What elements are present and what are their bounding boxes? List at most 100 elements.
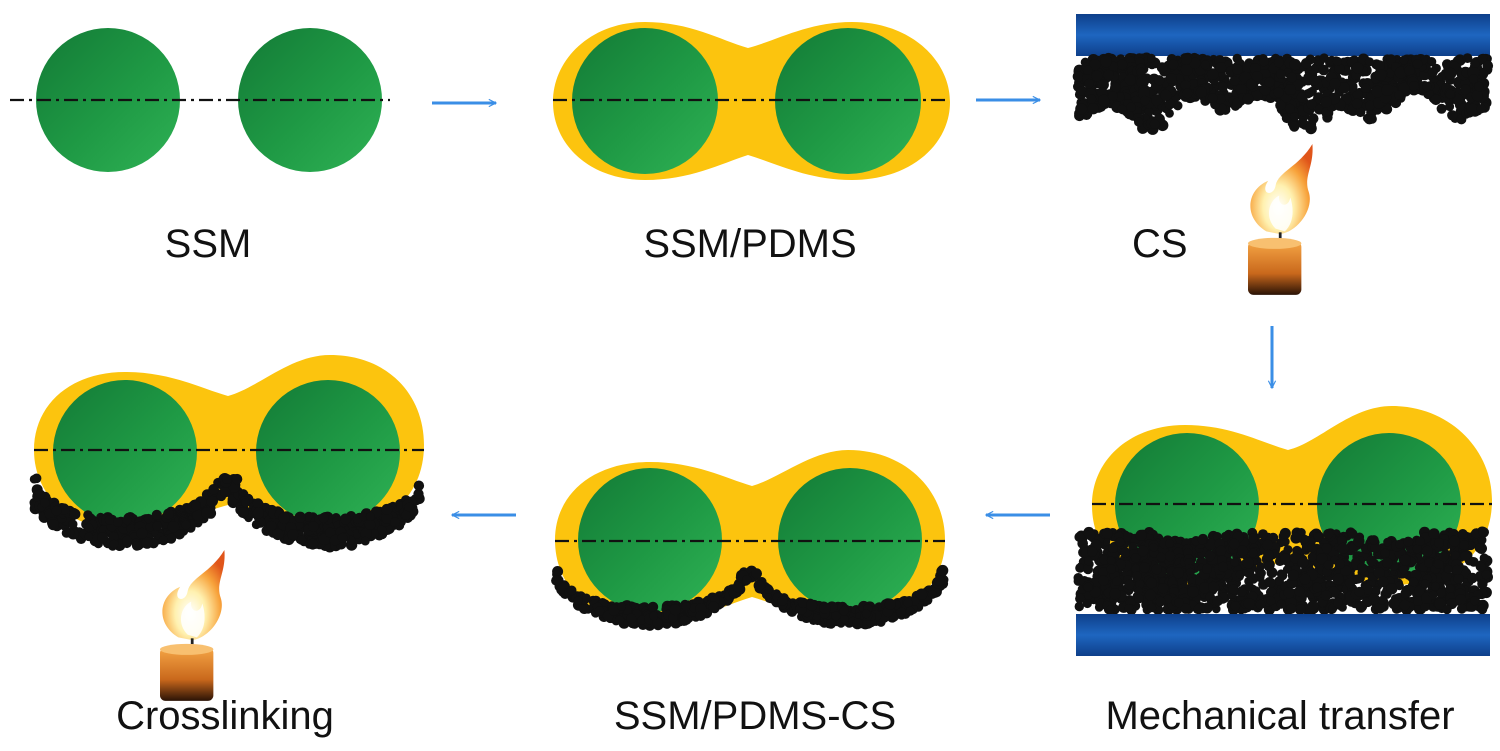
soot-particle xyxy=(1478,527,1490,538)
soot-particle xyxy=(51,505,62,516)
soot-particle xyxy=(1257,568,1266,578)
soot-particle xyxy=(1131,571,1142,582)
soot-particle xyxy=(307,538,319,550)
soot-particle xyxy=(167,521,180,533)
soot-particle xyxy=(1412,544,1422,554)
stage-ssm-pdms: SSM/PDMS xyxy=(553,22,950,266)
soot-particle xyxy=(1285,103,1295,114)
soot-particle xyxy=(1182,88,1193,99)
soot-particle xyxy=(1208,581,1220,593)
soot-particle xyxy=(1220,531,1231,542)
soot-particle xyxy=(1404,65,1415,76)
soot-particle xyxy=(1309,75,1320,86)
soot-particle xyxy=(1299,573,1311,585)
soot-particle xyxy=(1180,80,1191,90)
soot-particle xyxy=(1413,596,1423,606)
soot-particle xyxy=(1421,579,1430,589)
soot-particle xyxy=(29,474,39,484)
soot-particle xyxy=(1135,529,1147,541)
soot-particle xyxy=(318,512,329,523)
soot-particle xyxy=(1130,553,1141,563)
soot-particle xyxy=(1115,559,1127,570)
soot-particle xyxy=(1134,593,1145,604)
soot-particle xyxy=(1180,603,1192,614)
soot-particle xyxy=(1338,82,1350,94)
stage-mechanical-transfer: Mechanical transfer xyxy=(1073,406,1493,738)
soot-particle xyxy=(181,520,191,530)
soot-particle xyxy=(1289,58,1301,71)
soot-particle xyxy=(1476,104,1487,114)
soot-particle xyxy=(1251,89,1263,102)
soot-particle xyxy=(1445,584,1455,594)
soot-particle xyxy=(1124,579,1135,590)
soot-particle xyxy=(1074,601,1085,612)
soot-particle xyxy=(1399,565,1409,575)
soot-particle xyxy=(1422,81,1432,92)
soot-particle xyxy=(1134,586,1143,596)
soot-particle xyxy=(1415,536,1425,546)
soot-particle xyxy=(1098,567,1108,577)
soot-particle xyxy=(1279,527,1291,539)
soot-particle xyxy=(1228,584,1239,595)
soot-particle xyxy=(934,575,946,586)
soot-particle xyxy=(365,511,375,521)
soot-particle xyxy=(1477,604,1488,615)
soot-particle xyxy=(1137,545,1149,557)
soot-particle xyxy=(287,529,299,541)
soot-particle xyxy=(1097,79,1109,91)
soot-particle xyxy=(1276,69,1286,79)
soot-particle xyxy=(1475,561,1486,572)
soot-particle xyxy=(1098,94,1110,107)
soot-particle xyxy=(1431,582,1440,591)
soot-particle xyxy=(1265,577,1276,588)
soot-particle xyxy=(1072,71,1084,82)
soot-particle xyxy=(626,613,637,624)
soot-particle xyxy=(1382,557,1393,568)
soot-particle xyxy=(1371,85,1384,98)
soot-particle xyxy=(1262,539,1273,551)
label-ssm: SSM xyxy=(165,222,252,266)
soot-particle xyxy=(1151,94,1163,106)
soot-particle xyxy=(1218,561,1228,572)
soot-particle xyxy=(1115,92,1125,102)
soot-particle xyxy=(1456,603,1467,614)
soot-particle xyxy=(1212,595,1223,607)
soot-particle xyxy=(573,596,583,605)
soot-particle xyxy=(1112,576,1122,586)
soot-particle xyxy=(1305,88,1315,98)
soot-particle xyxy=(732,581,743,593)
soot-particle xyxy=(360,527,372,540)
soot-particle xyxy=(1075,103,1087,115)
soot-particle xyxy=(1283,545,1293,555)
soot-particle xyxy=(1248,533,1258,544)
soot-particle xyxy=(1289,121,1300,132)
soot-particle xyxy=(1353,574,1363,584)
stage-ssm-pdms-cs: SSM/PDMS-CS xyxy=(551,450,949,738)
soot-particle xyxy=(1160,89,1172,101)
soot-particle xyxy=(337,532,348,543)
stage-cs: CS xyxy=(1072,14,1494,297)
soot-particle xyxy=(695,610,706,622)
soot-particle xyxy=(1168,59,1179,70)
soot-particle xyxy=(614,615,625,625)
soot-particle xyxy=(1084,78,1094,89)
soot-particle xyxy=(1380,548,1390,558)
soot-particle xyxy=(552,566,564,577)
soot-particle xyxy=(220,486,231,498)
soot-particle xyxy=(1352,89,1363,100)
soot-particle xyxy=(1128,542,1138,552)
soot-particle xyxy=(1369,535,1379,545)
soot-particle xyxy=(1098,575,1109,586)
soot-particle xyxy=(1166,73,1177,84)
soot-particle xyxy=(1477,578,1488,590)
soot-particle xyxy=(1466,541,1476,551)
soot-particle xyxy=(649,611,658,621)
soot-particle xyxy=(1200,60,1210,70)
soot-particle xyxy=(1321,590,1332,601)
soot-particle xyxy=(1099,555,1109,565)
soot-particle xyxy=(1201,602,1213,614)
soot-particle xyxy=(1337,542,1349,554)
soot-particle xyxy=(1399,599,1411,611)
soot-particle xyxy=(1155,596,1166,607)
